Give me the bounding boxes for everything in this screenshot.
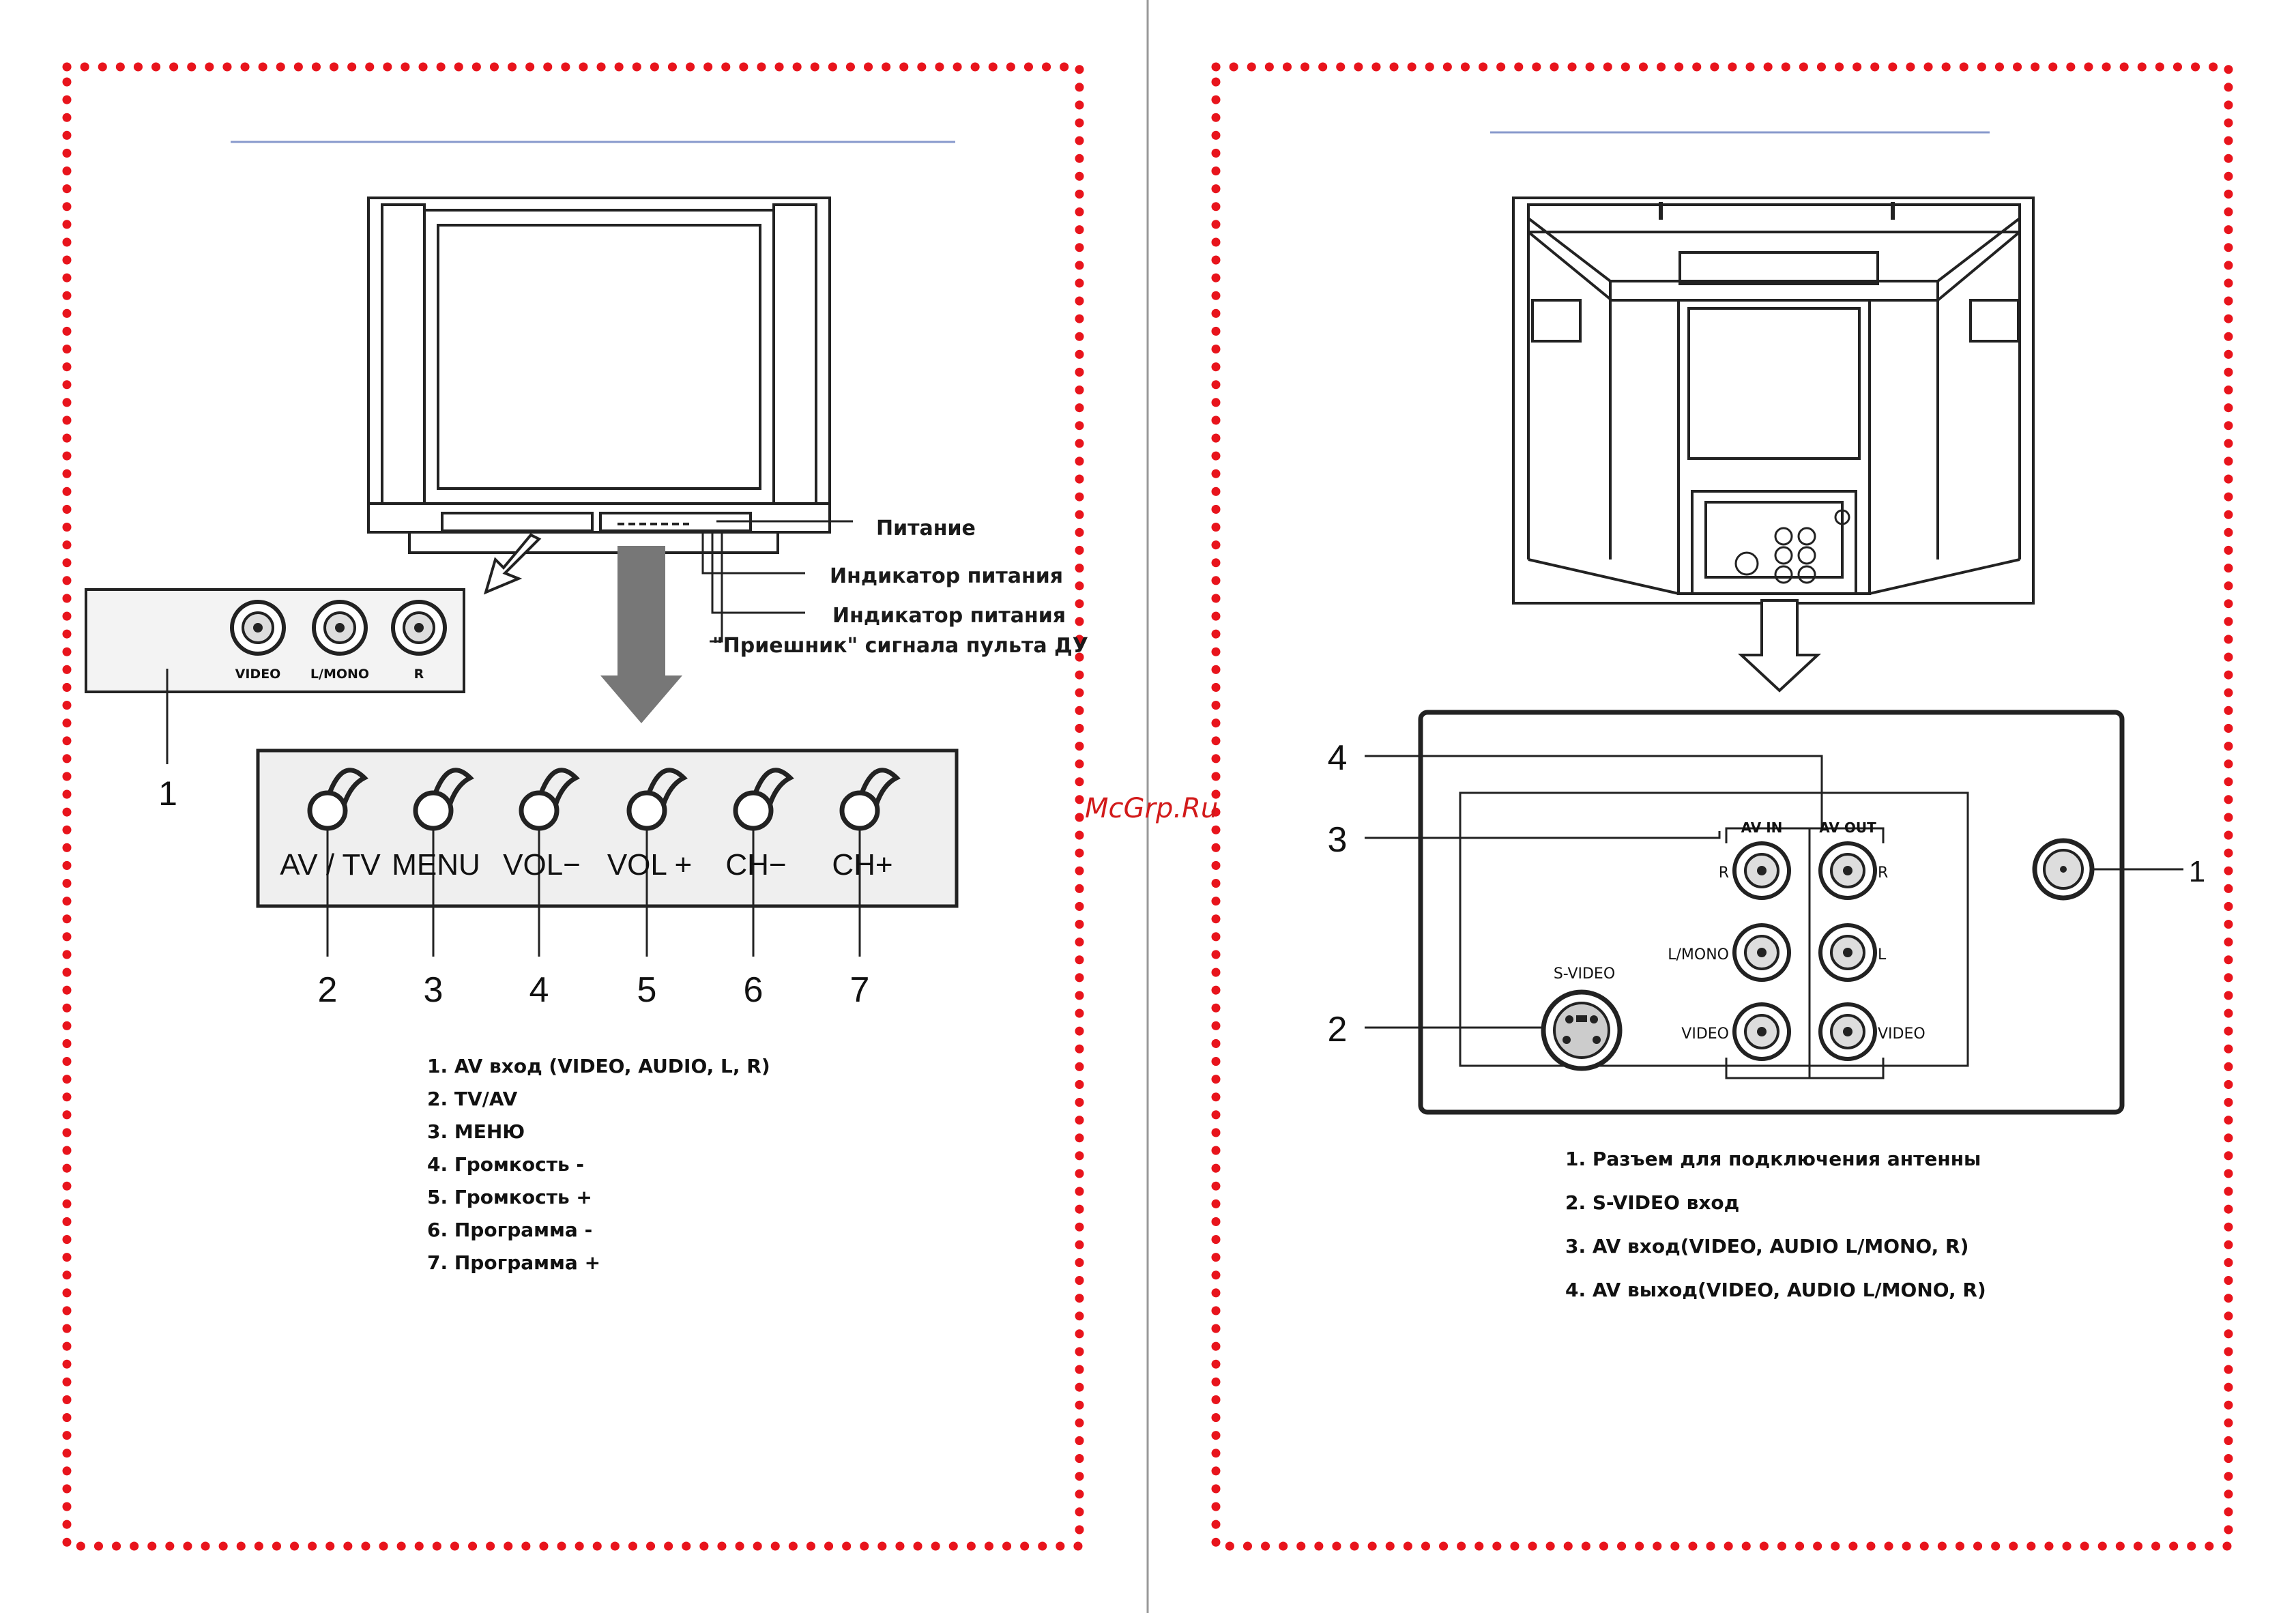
- left-legend-1: 1. AV вход (VIDEO, AUDIO, L, R): [427, 1055, 770, 1077]
- callout-power: Питание: [876, 517, 976, 540]
- button-label-2: AV / TV: [280, 848, 381, 882]
- jack-label-out-video: VIDEO: [1878, 1026, 1926, 1043]
- front-button-panel: [256, 749, 959, 908]
- left-legend-7: 7. Программа +: [427, 1251, 600, 1274]
- callout-number-4: 4: [1328, 738, 1348, 778]
- leader-3: [1365, 831, 1721, 839]
- side-panel-number: 1: [158, 774, 177, 813]
- button-label-7: CH+: [832, 848, 892, 882]
- button-2[interactable]: [307, 768, 368, 957]
- right-legend-1: 1. Разъем для подключения антенны: [1565, 1148, 1981, 1170]
- button-number-2: 2: [318, 970, 338, 1010]
- button-number-7: 7: [850, 970, 870, 1010]
- group-label-av-out: AV OUT: [1819, 819, 1876, 836]
- svideo-jack: [1541, 989, 1623, 1071]
- group-label-av-in: AV IN: [1741, 819, 1783, 836]
- button-6[interactable]: [733, 768, 794, 957]
- left-legend-6: 6. Программа -: [427, 1219, 592, 1241]
- button-5[interactable]: [626, 768, 688, 957]
- button-label-5: VOL +: [607, 848, 692, 882]
- watermark: McGrp.Ru: [1085, 793, 1218, 824]
- left-legend-4: 4. Громкость -: [427, 1153, 584, 1176]
- button-labels: AV / TV 2 MENU 3 VOL− 4 VOL + 5 CH− 6 CH+ 7: [280, 848, 892, 1010]
- front-panel-arrow: [600, 546, 682, 723]
- left-legend-2: 2. TV/AV: [427, 1088, 518, 1110]
- av-in-r-jack: [1732, 841, 1791, 900]
- right-legend-3: 3. AV вход(VIDEO, AUDIO L/MONO, R): [1565, 1235, 1968, 1258]
- callout-number-2: 2: [1328, 1010, 1348, 1049]
- button-number-3: 3: [424, 970, 444, 1010]
- av-out-bracket: [1808, 827, 1885, 843]
- av-in-l-jack: [1732, 923, 1791, 982]
- rear-panel-arrow: [1737, 599, 1822, 693]
- side-jack-label-lmono: L/MONO: [310, 667, 369, 682]
- av-out-r-jack: [1818, 841, 1877, 900]
- tv-rear-drawing: [1512, 197, 2035, 605]
- av-in-video-jack: [1732, 1002, 1791, 1061]
- antenna-jack: [2032, 838, 2095, 901]
- callout-indicator-2: Индикатор питания: [832, 604, 1066, 628]
- rear-connector-inner-frame: [1459, 791, 1969, 1067]
- button-label-3: MENU: [392, 848, 480, 882]
- jack-label-out-l: L: [1878, 946, 1887, 963]
- left-legend-5: 5. Громкость +: [427, 1186, 592, 1208]
- av-out-video-jack: [1818, 1002, 1877, 1061]
- button-number-6: 6: [744, 970, 764, 1010]
- callout-number-1: 1: [2189, 855, 2205, 888]
- rear-jacks: [1732, 841, 1877, 1061]
- jack-label-out-r: R: [1878, 864, 1888, 882]
- jack-label-in-l: L/MONO: [1668, 946, 1729, 963]
- button-3[interactable]: [413, 768, 474, 957]
- callout-receiver: "Приешник" сигнала пульта ДУ: [712, 634, 1088, 658]
- front-buttons: [307, 768, 901, 957]
- button-4[interactable]: [519, 768, 580, 957]
- leader-4: [1365, 755, 1823, 831]
- callout-number-3: 3: [1328, 820, 1348, 860]
- button-number-4: 4: [529, 970, 549, 1010]
- jacks-lower-bracket: [1725, 1058, 1885, 1079]
- callout-indicator-1: Индикатор питания: [830, 564, 1063, 588]
- jack-label-in-video: VIDEO: [1681, 1026, 1729, 1043]
- right-legend-2: 2. S-VIDEO вход: [1565, 1191, 1739, 1214]
- tv-front-drawing: [367, 197, 853, 643]
- button-number-5: 5: [637, 970, 657, 1010]
- side-panel-arrow: [483, 533, 542, 595]
- button-7[interactable]: [839, 768, 901, 957]
- left-legend-3: 3. МЕНЮ: [427, 1120, 525, 1143]
- side-jack-label-r: R: [414, 667, 424, 682]
- side-av-panel: [85, 588, 465, 693]
- jack-label-svideo: S-VIDEO: [1554, 965, 1615, 983]
- side-jack-label-video: VIDEO: [235, 667, 281, 682]
- button-label-4: VOL−: [503, 848, 581, 882]
- button-label-6: CH−: [725, 848, 786, 882]
- jack-label-in-r: R: [1719, 864, 1729, 882]
- right-legend-4: 4. AV выход(VIDEO, AUDIO L/MONO, R): [1565, 1279, 1986, 1301]
- av-out-l-jack: [1818, 923, 1877, 982]
